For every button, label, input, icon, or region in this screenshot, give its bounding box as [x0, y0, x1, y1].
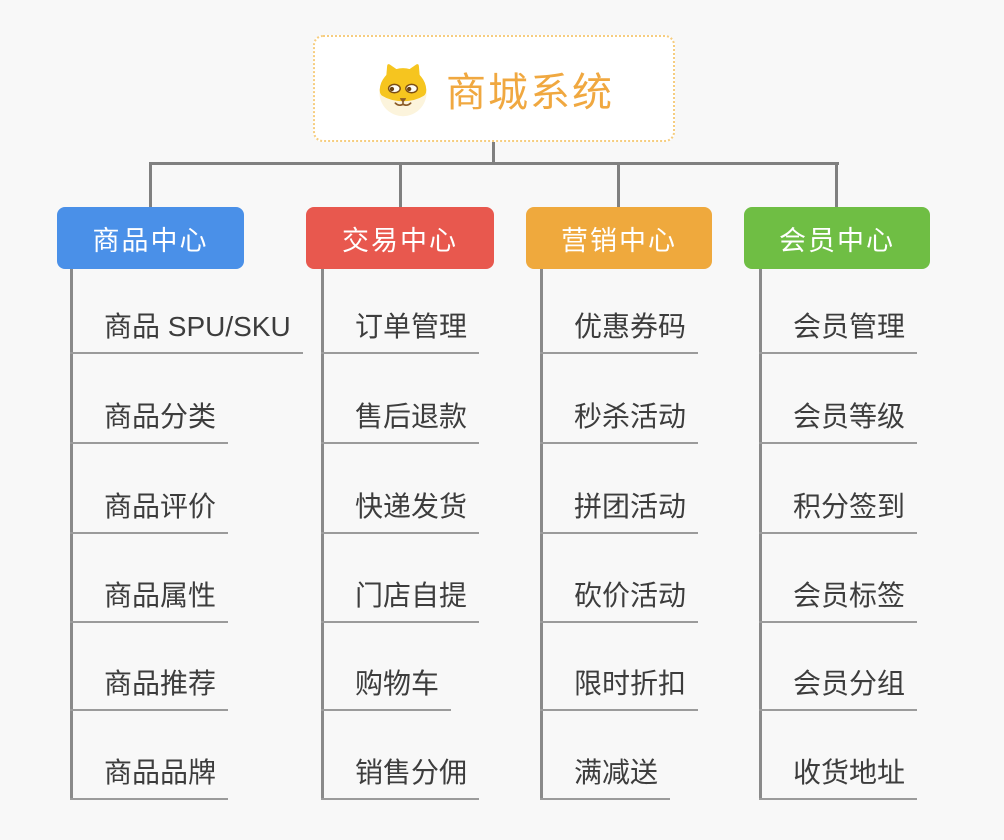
- child-node[interactable]: 满减送: [540, 756, 671, 800]
- child-node[interactable]: 收货地址: [759, 756, 918, 800]
- root-node[interactable]: 商城系统: [313, 35, 675, 142]
- connector-root-stub: [492, 142, 495, 164]
- child-node[interactable]: 砍价活动: [540, 579, 699, 623]
- child-node[interactable]: 门店自提: [321, 579, 480, 623]
- branch-header-trade-center[interactable]: 交易中心: [306, 207, 494, 269]
- child-node[interactable]: 会员管理: [759, 310, 918, 354]
- child-node[interactable]: 商品 SPU/SKU: [70, 310, 303, 354]
- child-node[interactable]: 销售分佣: [321, 756, 480, 800]
- child-node[interactable]: 秒杀活动: [540, 400, 699, 444]
- branch-header-marketing-center[interactable]: 营销中心: [526, 207, 712, 269]
- branch-label: 商品中心: [92, 225, 209, 256]
- child-node[interactable]: 快递发货: [321, 490, 480, 534]
- connector-bus: [149, 162, 839, 165]
- branch-header-product-center[interactable]: 商品中心: [57, 207, 244, 269]
- child-node[interactable]: 积分签到: [759, 490, 918, 534]
- connector-branch-stub: [835, 162, 838, 208]
- child-node[interactable]: 商品评价: [70, 490, 229, 534]
- child-node[interactable]: 拼团活动: [540, 490, 699, 534]
- root-label: 商城系统: [446, 70, 614, 115]
- child-node[interactable]: 会员分组: [759, 667, 918, 711]
- child-node[interactable]: 商品品牌: [70, 756, 229, 800]
- child-node[interactable]: 商品属性: [70, 579, 229, 623]
- child-node[interactable]: 订单管理: [321, 310, 480, 354]
- child-node[interactable]: 限时折扣: [540, 667, 699, 711]
- connector-branch-stub: [399, 162, 402, 208]
- child-node[interactable]: 优惠券码: [540, 310, 699, 354]
- child-node[interactable]: 购物车: [321, 667, 452, 711]
- connector-trunk: [70, 269, 73, 800]
- child-node[interactable]: 会员标签: [759, 579, 918, 623]
- connector-trunk: [759, 269, 762, 800]
- shiba-dog-icon: [374, 60, 432, 118]
- child-node[interactable]: 商品分类: [70, 400, 229, 444]
- connector-branch-stub: [149, 162, 152, 208]
- branch-label: 交易中心: [342, 225, 458, 256]
- connector-branch-stub: [617, 162, 620, 208]
- child-node[interactable]: 商品推荐: [70, 667, 229, 711]
- branch-header-member-center[interactable]: 会员中心: [744, 207, 930, 269]
- connector-trunk: [321, 269, 324, 800]
- branch-label: 会员中心: [779, 225, 895, 256]
- child-node[interactable]: 售后退款: [321, 400, 480, 444]
- connector-trunk: [540, 269, 543, 800]
- branch-label: 营销中心: [561, 225, 677, 256]
- child-node[interactable]: 会员等级: [759, 400, 918, 444]
